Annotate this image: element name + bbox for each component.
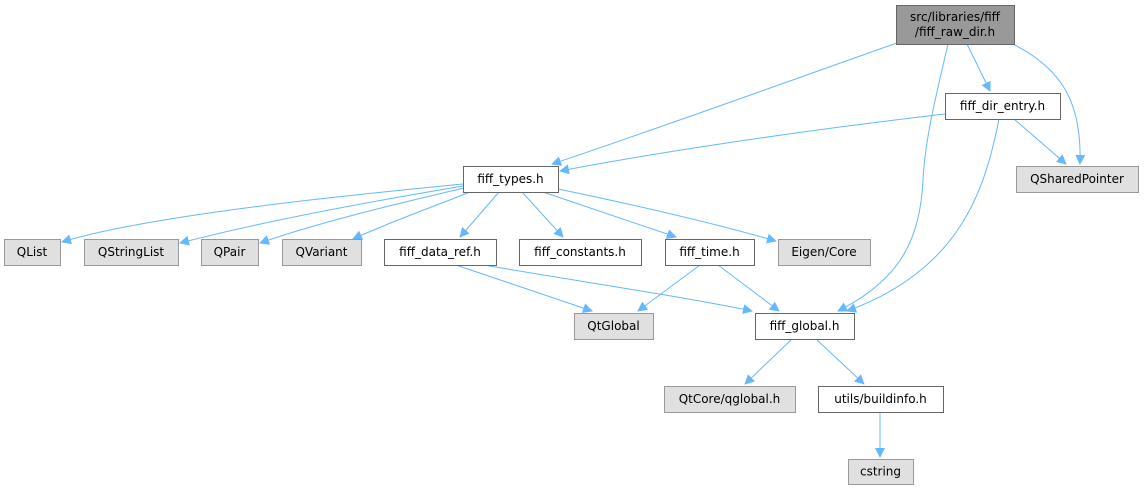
edge-fiff_dir_entry-to-QSharedPointer — [1013, 118, 1067, 165]
node-box[interactable] — [519, 239, 642, 266]
node-label: fiff_global.h — [770, 319, 840, 333]
node-box[interactable] — [755, 313, 855, 340]
node-root[interactable]: src/libraries/fiff/fiff_raw_dir.h — [896, 5, 1015, 45]
node-label: cstring — [860, 465, 901, 479]
node-label: QStringList — [98, 245, 165, 259]
node-QtGlobal: QtGlobal — [574, 313, 654, 340]
edges-layer — [61, 42, 1086, 458]
edge-fiff_global-to-buildinfo — [815, 338, 865, 385]
edge-fiff_data_ref-to-fiff_global — [483, 264, 753, 315]
node-QStringList: QStringList — [84, 239, 179, 266]
node-label: fiff_types.h — [477, 172, 543, 186]
node-box[interactable] — [665, 239, 755, 266]
node-label: Eigen/Core — [791, 245, 856, 259]
edge-fiff_dir_entry-to-fiff_global — [846, 118, 1000, 313]
node-box — [848, 459, 914, 485]
node-fiff_global[interactable]: fiff_global.h — [755, 313, 855, 340]
edge-fiff_types-to-QList — [61, 183, 464, 245]
node-fiff_constants[interactable]: fiff_constants.h — [519, 239, 642, 266]
node-box — [201, 239, 259, 266]
node-box — [574, 313, 654, 340]
edge-fiff_data_ref-to-QtGlobal — [455, 264, 593, 313]
node-QPair: QPair — [201, 239, 259, 266]
edge-fiff_dir_entry-to-fiff_types — [559, 113, 946, 175]
node-EigenCore: Eigen/Core — [778, 239, 871, 266]
edge-root-to-fiff_types — [551, 42, 898, 166]
node-buildinfo[interactable]: utils/buildinfo.h — [818, 386, 944, 413]
node-QtCoreQglobal: QtCore/qglobal.h — [664, 386, 796, 413]
node-QSharedPointer: QSharedPointer — [1016, 166, 1139, 193]
edge-root-to-fiff_global — [837, 43, 949, 312]
edge-fiff_types-to-fiff_constants — [521, 191, 564, 238]
node-box — [4, 239, 61, 266]
node-label: utils/buildinfo.h — [834, 392, 927, 406]
node-label: /fiff_raw_dir.h — [915, 25, 995, 39]
edge-fiff_types-to-QPair — [259, 187, 465, 245]
node-fiff_time[interactable]: fiff_time.h — [665, 239, 755, 266]
edge-fiff_types-to-fiff_data_ref — [459, 191, 500, 238]
node-label: fiff_data_ref.h — [399, 245, 481, 259]
node-label: QVariant — [295, 245, 347, 259]
edge-fiff_types-to-EigenCore — [557, 188, 777, 244]
node-box — [778, 239, 871, 266]
nodes-layer: src/libraries/fiff/fiff_raw_dir.h fiff_di… — [4, 5, 1139, 485]
node-label: QList — [17, 245, 48, 259]
node-label: fiff_time.h — [679, 245, 739, 259]
edge-fiff_types-to-fiff_time — [542, 191, 677, 239]
node-fiff_dir_entry[interactable]: fiff_dir_entry.h — [945, 93, 1061, 120]
node-box — [664, 386, 796, 413]
node-box — [282, 239, 362, 266]
edge-fiff_global-to-QtCoreQglobal — [744, 338, 793, 385]
node-label: QPair — [214, 245, 246, 259]
edge-root-to-fiff_dir_entry — [966, 43, 991, 92]
edge-fiff_time-to-fiff_global — [717, 264, 780, 312]
node-label: src/libraries/fiff — [910, 10, 1001, 24]
node-box[interactable] — [896, 5, 1015, 45]
node-label: fiff_dir_entry.h — [960, 99, 1045, 113]
node-cstring: cstring — [848, 459, 914, 485]
node-box[interactable] — [384, 239, 497, 266]
node-fiff_types[interactable]: fiff_types.h — [463, 166, 559, 193]
edge-fiff_types-to-QStringList — [179, 185, 464, 246]
node-fiff_data_ref[interactable]: fiff_data_ref.h — [384, 239, 497, 266]
node-label: fiff_constants.h — [534, 245, 626, 259]
edge-fiff_types-to-QVariant — [352, 191, 471, 240]
node-box[interactable] — [945, 93, 1061, 120]
node-box — [1016, 166, 1139, 193]
node-box[interactable] — [463, 166, 559, 193]
node-label: QtGlobal — [587, 319, 639, 333]
node-box — [84, 239, 179, 266]
node-QVariant: QVariant — [282, 239, 362, 266]
node-QList: QList — [4, 239, 61, 266]
edge-fiff_time-to-QtGlobal — [637, 264, 701, 312]
node-label: QtCore/qglobal.h — [679, 392, 781, 406]
node-label: QSharedPointer — [1030, 172, 1124, 186]
edge-root-to-QSharedPointer — [1012, 43, 1086, 165]
node-box[interactable] — [818, 386, 944, 413]
